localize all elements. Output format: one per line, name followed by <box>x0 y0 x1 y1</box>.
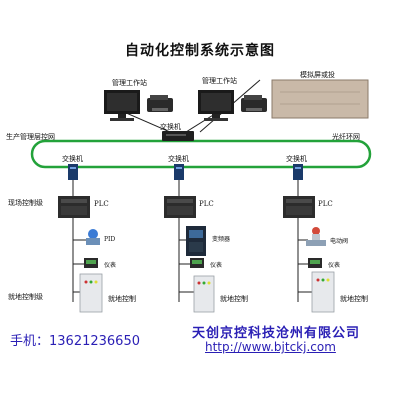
workstation-left-icon <box>104 90 140 121</box>
core-switch-label: 交换机 <box>160 123 181 131</box>
motor-valve-icon <box>306 227 326 246</box>
diagram-title: 自动化控制系统示意图 <box>125 43 275 59</box>
plc-2-icon <box>164 196 196 218</box>
switch-2-icon <box>174 164 184 180</box>
switch-1-label: 交换机 <box>62 155 83 163</box>
pid-flowmeter-icon <box>86 229 100 245</box>
plc-1-label: PLC <box>94 200 109 208</box>
local-cabinet-1-icon <box>79 273 103 313</box>
field-control-label: 现场控制级 <box>8 199 43 207</box>
core-switch-icon <box>162 131 194 141</box>
switch-1-icon <box>68 164 78 180</box>
meter-2-icon <box>190 258 204 268</box>
plc-3-icon <box>283 196 315 218</box>
vfd-icon <box>186 226 206 256</box>
pid-label: PID <box>104 236 116 243</box>
ring-left-label: 生产管理层控网 <box>6 133 55 141</box>
fiber-ring-network <box>30 139 372 169</box>
printer-left-icon <box>147 95 173 112</box>
plc-1-icon <box>58 196 90 218</box>
meter-3-icon <box>308 258 322 268</box>
workstation-right-icon <box>198 90 234 121</box>
website-link[interactable]: http://www.bjtckj.com <box>205 340 336 354</box>
meter-1-label: 仪表 <box>104 262 117 269</box>
plc-2-label: PLC <box>199 200 214 208</box>
local-2-label: 就地控制 <box>220 295 248 303</box>
meter-2-label: 仪表 <box>210 262 223 269</box>
workstation-left-label: 管理工作站 <box>112 79 147 87</box>
mimic-panel-label: 模拟屏或投 <box>300 71 335 79</box>
local-3-label: 就地控制 <box>340 295 368 303</box>
switch-3-icon <box>293 164 303 180</box>
ws-link-left <box>123 111 171 133</box>
meter-1-icon <box>84 258 98 268</box>
local-cabinet-3-icon <box>311 271 335 313</box>
printer-right-icon <box>241 95 267 112</box>
local-level-label: 就地控制级 <box>8 293 43 301</box>
switch-3-label: 交换机 <box>286 155 307 163</box>
meter-3-label: 仪表 <box>328 262 341 269</box>
company-name: 天创京控科技沧州有限公司 <box>192 326 361 341</box>
switch-2-label: 交换机 <box>168 155 189 163</box>
vfd-label: 变频器 <box>212 236 231 243</box>
motor-valve-label: 电动阀 <box>330 238 349 245</box>
mimic-panel-icon <box>271 79 369 119</box>
plc-3-label: PLC <box>318 200 333 208</box>
local-1-label: 就地控制 <box>108 295 136 303</box>
phone-number: 手机：13621236650 <box>10 334 140 349</box>
local-cabinet-2-icon <box>193 275 215 313</box>
ring-right-label: 光纤环网 <box>332 133 360 141</box>
workstation-right-label: 管理工作站 <box>202 77 237 85</box>
